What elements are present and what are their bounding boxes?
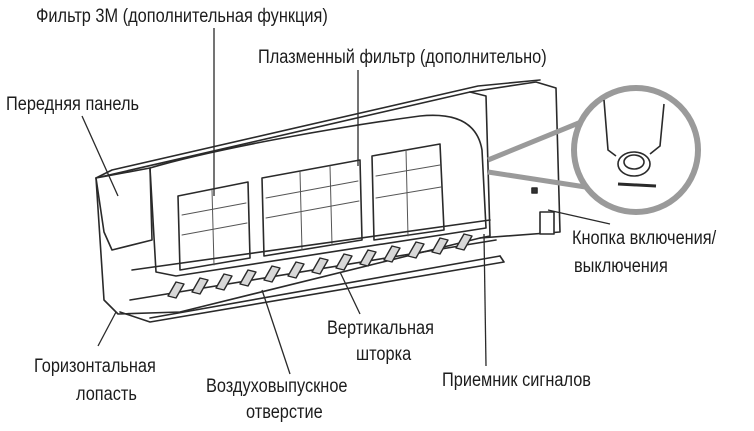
label-vertical-louver-line2: шторка (356, 344, 412, 365)
leader-air-outlet (261, 289, 291, 375)
label-power-button-line1: Кнопка включения/ (572, 228, 717, 249)
leader-horizontal-vane (97, 311, 117, 347)
leader-signal-receiver (483, 233, 487, 367)
label-air-outlet-line2: отверстие (246, 402, 323, 423)
plasma-filter-frame (261, 159, 363, 257)
label-filter-3m: Фильтр 3M (дополнительная функция) (36, 6, 328, 27)
filter-frame-right (371, 143, 445, 241)
label-horizontal-vane-line2: лопасть (76, 384, 137, 405)
filter-3m-frame (177, 181, 251, 271)
unit-top-edge (95, 79, 541, 179)
label-horizontal-vane-line1: Горизонтальная (34, 356, 156, 377)
horizontal-vane (119, 255, 505, 323)
zoom-line-bottom (487, 169, 593, 191)
leader-power-button (547, 209, 611, 225)
label-power-button-line2: выключения (574, 256, 668, 277)
label-signal-receiver: Приемник сигналов (442, 370, 591, 391)
label-vertical-louver-line1: Вертикальная (327, 318, 434, 339)
unit-body-outline (95, 81, 561, 315)
outlet-edge-top (131, 219, 491, 271)
power-button-zoom-circle (571, 85, 701, 215)
vertical-louvers (167, 233, 473, 299)
zoom-line-top (487, 117, 587, 163)
front-panel-shape (95, 167, 153, 251)
leader-front-panel (81, 115, 119, 197)
leader-vertical-louver (339, 271, 361, 315)
label-air-outlet-line1: Воздуховыпускное (206, 376, 348, 397)
label-front-panel: Передняя панель (6, 94, 140, 115)
unit-right-side (469, 91, 491, 239)
label-plasma-filter: Плазменный фильтр (дополнительно) (258, 47, 547, 68)
outlet-lip (149, 255, 501, 319)
